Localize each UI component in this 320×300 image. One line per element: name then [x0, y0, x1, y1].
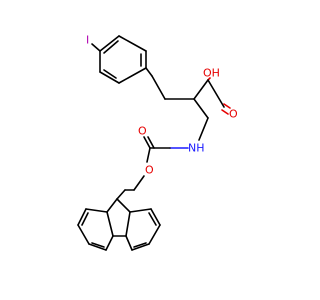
c-i-bond — [91, 43, 101, 52]
carbamate — [124, 136, 171, 191]
ester-o-label: O — [145, 164, 154, 177]
hydroxyl-label: OH — [203, 67, 220, 80]
fluorenyl-group — [77, 189, 161, 251]
molecule-structure: I OH O NH O O — [77, 34, 238, 251]
alpha-c-n-bond — [198, 117, 209, 141]
iodine-label: I — [86, 34, 89, 47]
amide-nh-label: NH — [188, 142, 205, 155]
carbamate-carbonyl-o-label: O — [138, 125, 147, 138]
carboxylic-acid — [193, 77, 231, 115]
iodophenyl-ring — [99, 35, 147, 84]
acid-carbonyl-o-label: O — [229, 108, 238, 121]
side-chain — [145, 67, 209, 119]
